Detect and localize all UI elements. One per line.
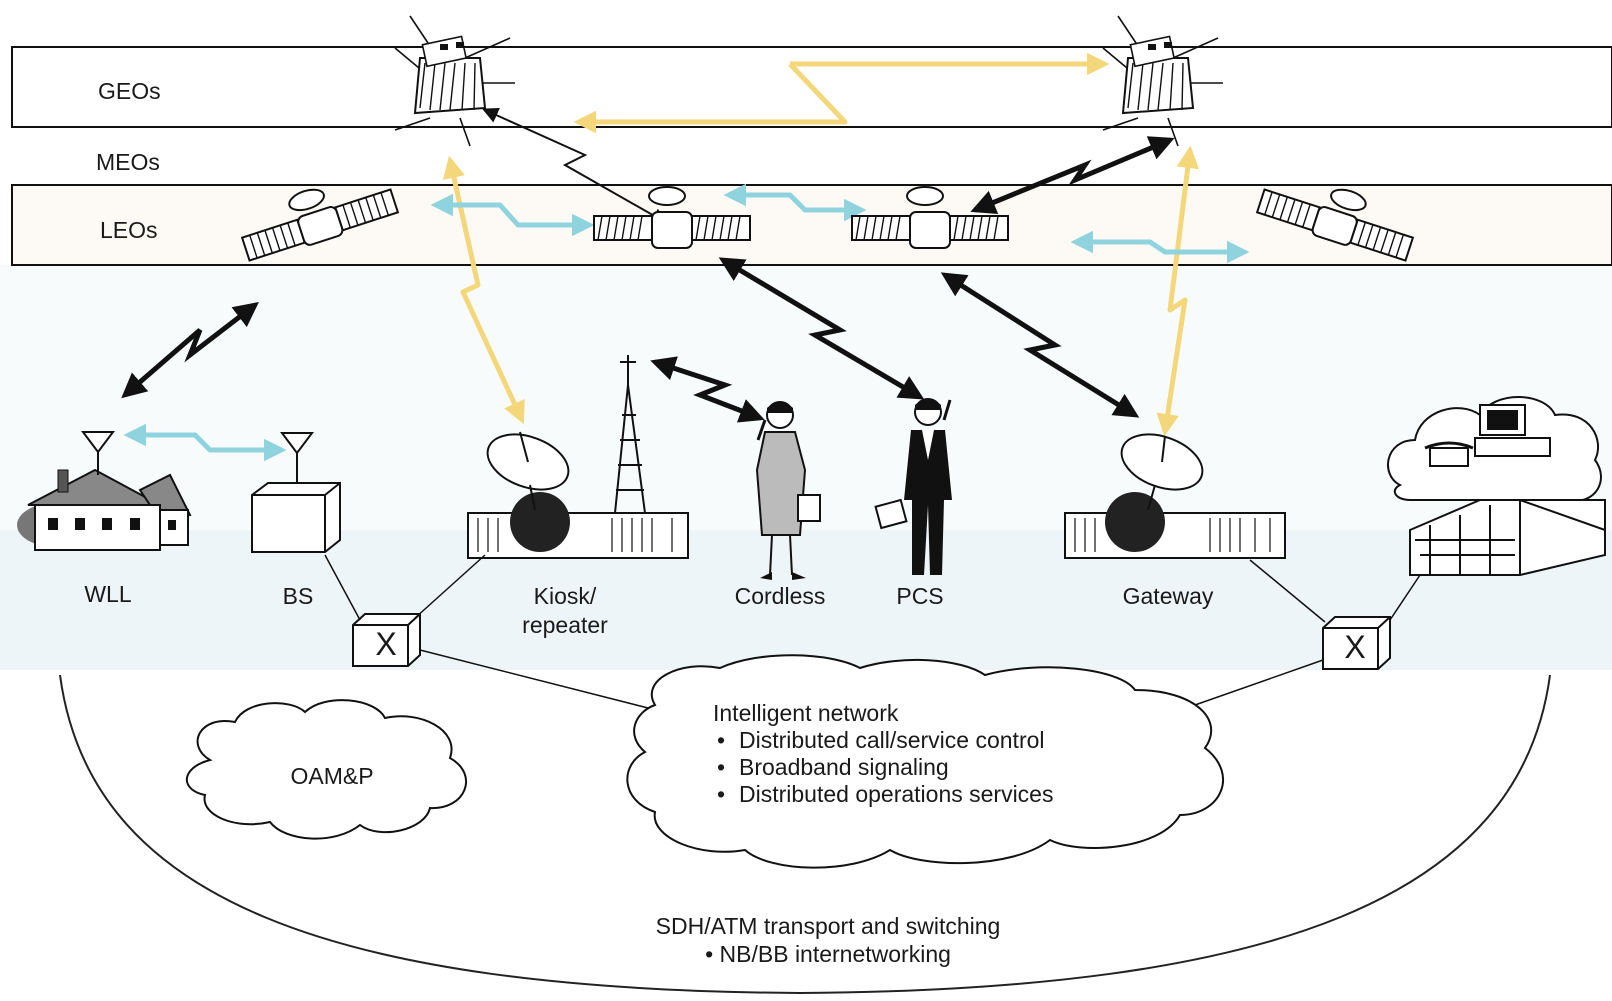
fixed-network-cloud (1387, 396, 1606, 576)
base-station-icon (251, 432, 341, 553)
leo-satellite-2 (593, 186, 751, 249)
pcs-label: PCS (896, 583, 944, 609)
transport-network-boundary (59, 674, 1551, 995)
leo-orbit-label: LEOs (100, 217, 158, 243)
oamp-cloud (185, 699, 468, 840)
intelligent-network-title: Intelligent network (713, 700, 899, 726)
gateway-earth-station-icon (1064, 433, 1286, 559)
geo-leo-link (482, 107, 668, 224)
switch-left (352, 613, 421, 667)
gateway-label: Gateway (1122, 583, 1214, 609)
wired-connections (324, 554, 1421, 709)
switch-right-symbol: X (1344, 629, 1366, 665)
cordless-user-icon (755, 401, 821, 580)
in-item-call-control: Distributed call/service control (713, 727, 1053, 754)
leo-satellite-1 (240, 188, 400, 262)
leo-satellite-4 (1255, 188, 1415, 262)
kiosk-label-line2: repeater (522, 612, 608, 638)
geo-satellite-right (1102, 15, 1223, 147)
meo-orbit-label: MEOs (96, 149, 160, 175)
geo-satellite-left (394, 15, 515, 147)
transport-item: • NB/BB internetworking (705, 941, 951, 967)
in-item-operations-services: Distributed operations services (713, 781, 1053, 808)
pcs-user-icon (874, 398, 952, 575)
cordless-label: Cordless (734, 583, 826, 609)
wll-house-icon (17, 431, 192, 551)
bs-label: BS (282, 583, 314, 609)
intelligent-network-text: Intelligent network Distributed call/ser… (713, 700, 1053, 808)
switch-right (1322, 616, 1391, 670)
oamp-label: OAM&P (290, 763, 374, 789)
in-item-broadband-signaling: Broadband signaling (713, 754, 1053, 781)
switch-left-symbol: X (375, 626, 397, 662)
user-radio-links (121, 136, 1175, 423)
geo-orbit-label: GEOs (98, 78, 161, 104)
leo-satellite-3 (851, 186, 1009, 249)
transport-item-text: NB/BB internetworking (719, 941, 951, 967)
kiosk-label-line1: Kiosk/ (533, 583, 597, 609)
transport-title: SDH/ATM transport and switching (655, 913, 1001, 939)
kiosk-earth-station-icon (467, 355, 689, 559)
wll-label: WLL (84, 581, 132, 607)
